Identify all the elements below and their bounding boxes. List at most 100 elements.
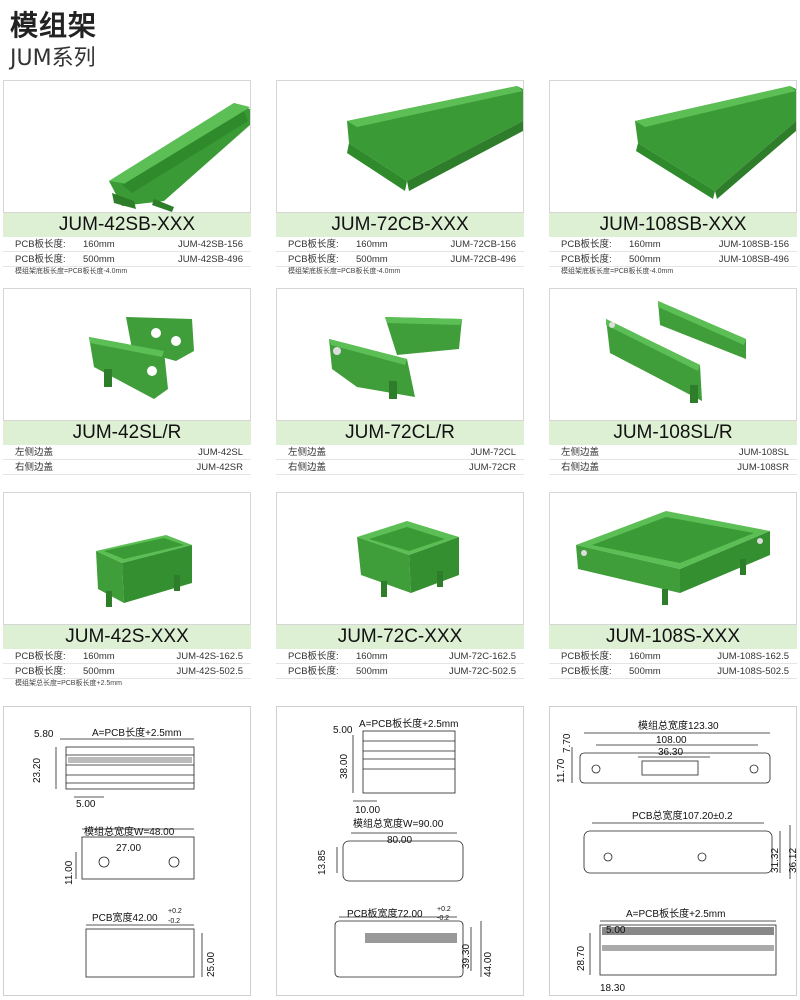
dim-text: 23.20: [32, 758, 43, 783]
dimension-drawing-42: A=PCB长度+2.5mm 5.80 23.20 5.00 模组总宽度W=48.…: [32, 726, 217, 978]
spec-row: 右侧边盖 JUM-108SR: [549, 460, 797, 475]
spec-row: PCB板长度: 160mm JUM-72C-162.5: [276, 649, 524, 664]
spec-code: JUM-72CB-156: [450, 239, 516, 250]
module-image: [96, 535, 192, 607]
drawing-panel-42: A=PCB长度+2.5mm 5.80 23.20 5.00 模组总宽度W=48.…: [3, 706, 251, 996]
product-photo: [276, 492, 524, 625]
len-label: A=PCB长度+2.5mm: [92, 726, 181, 739]
spec-code: JUM-72CB-496: [450, 254, 516, 265]
module-image: [576, 511, 770, 605]
spec-row: 左侧边盖 JUM-108SL: [549, 445, 797, 460]
dim-text: 18.30: [600, 983, 625, 994]
model-name: JUM-42SB-XXX: [3, 213, 251, 237]
spec-code: JUM-72C-502.5: [448, 666, 516, 677]
spec-key: PCB板长度:: [561, 239, 612, 250]
width-label: 模组总宽度W=90.00: [353, 817, 444, 830]
product-card-42slr: JUM-42SL/R 左侧边盖 JUM-42SL 右侧边盖 JUM-42SR: [3, 288, 251, 475]
spec-code: JUM-108SL: [738, 447, 789, 458]
spec-code: JUM-42SL: [198, 447, 243, 458]
model-name: JUM-72CL/R: [276, 421, 524, 445]
spec-row: 右侧边盖 JUM-42SR: [3, 460, 251, 475]
model-name: JUM-108SL/R: [549, 421, 797, 445]
product-photo: [549, 80, 797, 213]
tol-up: +0.2: [168, 908, 182, 915]
spec-key: PCB板长度:: [15, 651, 66, 662]
spec-code: JUM-108SB-496: [718, 254, 789, 265]
spec-code: JUM-72C-162.5: [448, 651, 516, 662]
spec-val: 160mm: [356, 651, 388, 662]
spec-row: PCB板长度: 500mm JUM-108SB-496: [549, 252, 797, 267]
spec-row: PCB板长度: 500mm JUM-108S-502.5: [549, 664, 797, 679]
spec-row: PCB板长度: 500mm JUM-72CB-496: [276, 252, 524, 267]
dim-text: 10.00: [355, 805, 380, 816]
page-subtitle: JUM系列: [10, 46, 96, 71]
spec-val: 500mm: [356, 254, 388, 265]
spec-key: PCB板长度:: [288, 651, 339, 662]
spec-val: 500mm: [83, 254, 115, 265]
spec-key: 左侧边盖: [561, 447, 600, 458]
width-label: 模组总宽度W=48.00: [84, 825, 175, 838]
spec-row: PCB板长度: 500mm JUM-72C-502.5: [276, 664, 524, 679]
spec-code: JUM-108S-162.5: [717, 651, 789, 662]
spec-note: 模组架底板长度=PCB板长度-4.0mm: [288, 268, 401, 275]
model-name: JUM-42S-XXX: [3, 625, 251, 649]
model-name: JUM-42SL/R: [3, 421, 251, 445]
dim-text: 108.00: [656, 735, 687, 746]
product-photo: [3, 288, 251, 421]
dim-text: 25.00: [206, 952, 217, 977]
spec-row: 左侧边盖 JUM-72CL: [276, 445, 524, 460]
product-card-72clr: JUM-72CL/R 左侧边盖 JUM-72CL 右侧边盖 JUM-72CR: [276, 288, 524, 475]
spec-row: PCB板长度: 160mm JUM-108SB-156: [549, 237, 797, 252]
drawing-panel-72: A=PCB板长度+2.5mm 5.00 38.00 10.00 模组总宽度W=9…: [276, 706, 524, 996]
spec-val: 160mm: [83, 651, 115, 662]
pcb-label: PCB总宽度107.20±0.2: [632, 809, 733, 822]
spec-val: 160mm: [83, 239, 115, 250]
spec-code: JUM-42SR: [196, 462, 243, 473]
spec-key: PCB板长度:: [288, 239, 339, 250]
tol-dn: -0.2: [168, 918, 180, 925]
rail-image: [109, 103, 250, 212]
spec-val: 160mm: [629, 239, 661, 250]
dim-text: 31.32: [770, 848, 781, 873]
dim-text: 11.00: [64, 860, 75, 885]
product-photo: [549, 492, 797, 625]
product-photo: [3, 80, 251, 213]
len-label: A=PCB板长度+2.5mm: [359, 717, 458, 730]
spec-key: PCB板长度:: [15, 666, 66, 677]
side-cover-image: [329, 317, 462, 399]
product-card-108slr: JUM-108SL/R 左侧边盖 JUM-108SL 右侧边盖 JUM-108S…: [549, 288, 797, 475]
pcb-label: PCB板宽度72.00: [347, 907, 423, 920]
spec-row: 右侧边盖 JUM-72CR: [276, 460, 524, 475]
dim-text: 36.12: [788, 848, 797, 873]
dim-text: 27.00: [116, 843, 141, 854]
dim-text: 5.00: [333, 725, 353, 736]
spec-note: 模组架总长度=PCB板长度+2.5mm: [15, 680, 122, 687]
spec-key: 右侧边盖: [288, 462, 327, 473]
spec-key: PCB板长度:: [288, 254, 339, 265]
spec-key: 右侧边盖: [15, 462, 54, 473]
spec-key: PCB板长度:: [561, 254, 612, 265]
spec-code: JUM-42SB-156: [178, 239, 243, 250]
side-cover-image: [606, 301, 746, 403]
spec-key: PCB板长度:: [15, 239, 66, 250]
spec-row: PCB板长度: 160mm JUM-42SB-156: [3, 237, 251, 252]
width-label: 模组总宽度123.30: [638, 719, 719, 732]
spec-code: JUM-108SR: [737, 462, 789, 473]
product-photo: [276, 288, 524, 421]
spec-val: 160mm: [629, 651, 661, 662]
spec-code: JUM-42S-162.5: [176, 651, 243, 662]
rail-image: [347, 86, 523, 191]
model-name: JUM-72C-XXX: [276, 625, 524, 649]
dim-text: 80.00: [387, 835, 412, 846]
spec-key: PCB板长度:: [561, 666, 612, 677]
spec-code: JUM-108SB-156: [718, 239, 789, 250]
product-card-72c: JUM-72C-XXX PCB板长度: 160mm JUM-72C-162.5 …: [276, 492, 524, 679]
product-card-108s: JUM-108S-XXX PCB板长度: 160mm JUM-108S-162.…: [549, 492, 797, 679]
dim-text: 38.00: [339, 754, 350, 779]
spec-key: 左侧边盖: [15, 447, 54, 458]
spec-key: PCB板长度:: [288, 666, 339, 677]
spec-row: 左侧边盖 JUM-42SL: [3, 445, 251, 460]
dim-text: 5.00: [76, 799, 96, 810]
dimension-drawing-72: A=PCB板长度+2.5mm 5.00 38.00 10.00 模组总宽度W=9…: [317, 717, 494, 978]
product-card-42sb: JUM-42SB-XXX PCB板长度: 160mm JUM-42SB-156 …: [3, 80, 251, 277]
